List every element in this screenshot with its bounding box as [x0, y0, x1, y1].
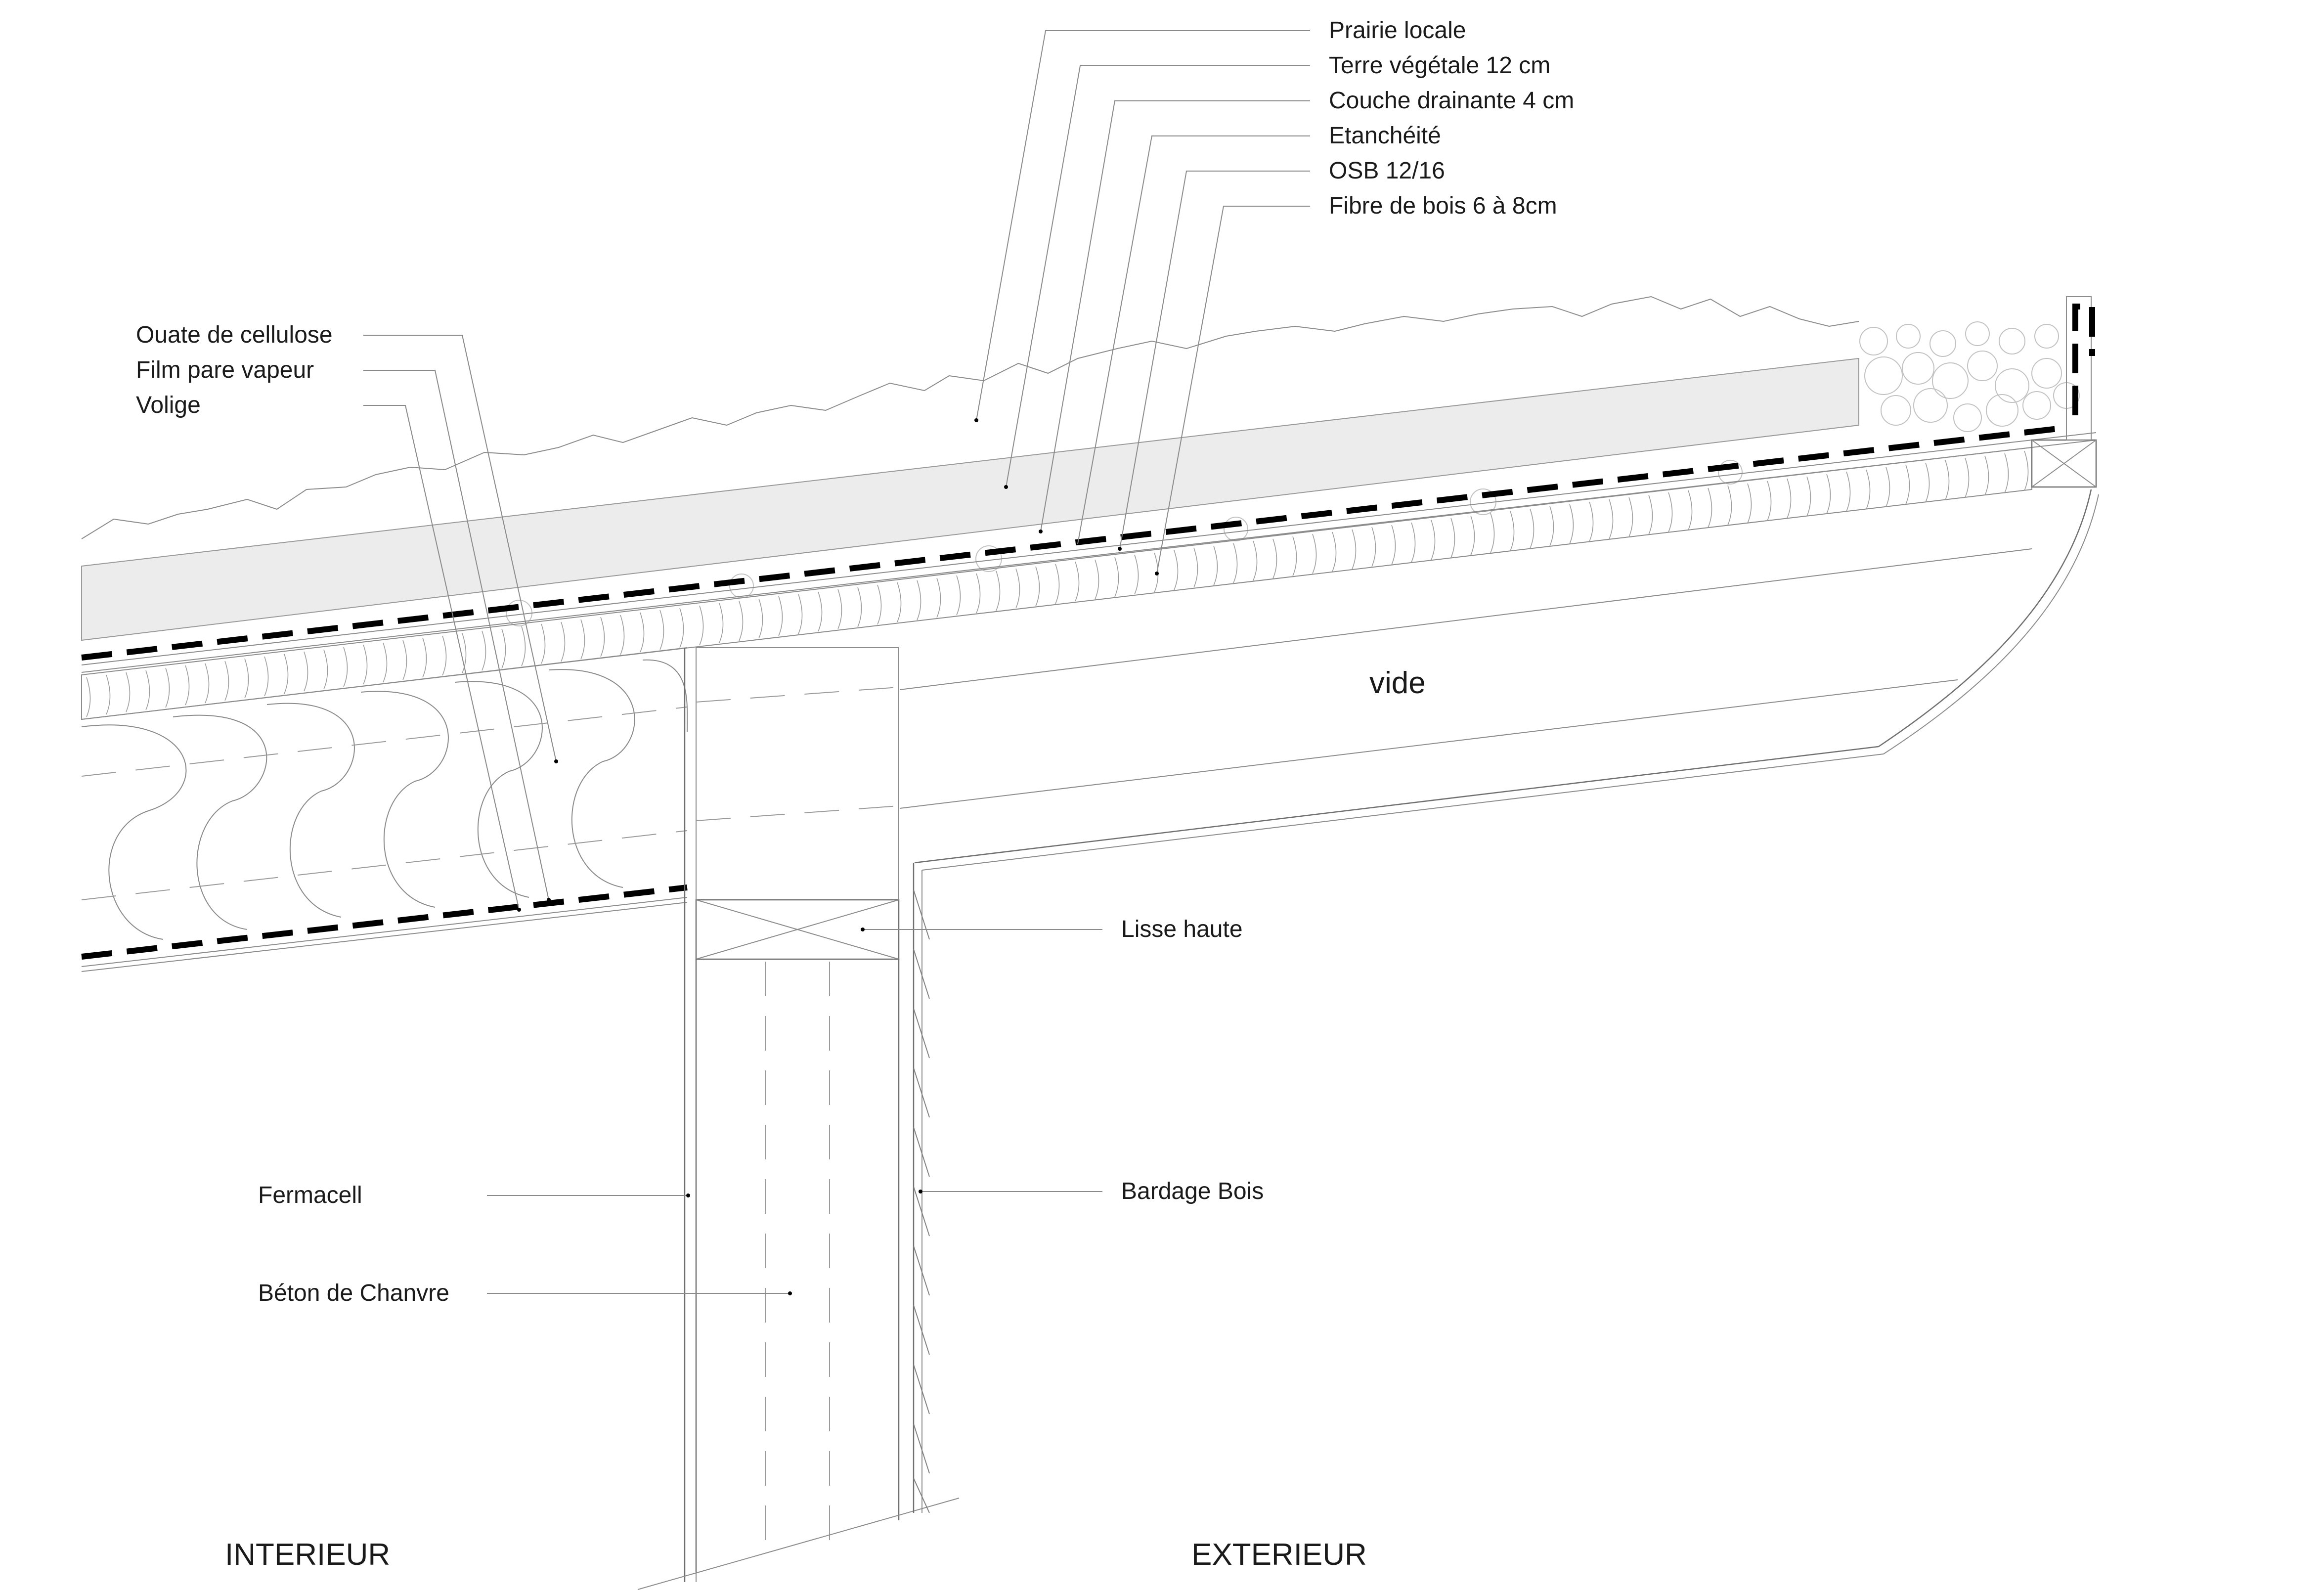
soffit-line	[914, 746, 1879, 864]
osb-line-1	[81, 432, 2097, 665]
label-ouate-de-cellulose: Ouate de cellulose	[136, 322, 558, 763]
terre-vegetale-layer	[81, 357, 1859, 641]
label-couche-drainante: Couche drainante 4 cm	[1039, 88, 1574, 533]
svg-text:Volige: Volige	[136, 392, 201, 418]
label-fermacell: Fermacell	[258, 1182, 690, 1208]
svg-text:OSB 12/16: OSB 12/16	[1329, 158, 1445, 184]
label-fibre-de-bois: Fibre de bois 6 à 8cm	[1155, 193, 1557, 575]
lintel-block	[696, 647, 899, 900]
bardage-bois-boards	[913, 889, 930, 1513]
svg-text:Film pare vapeur: Film pare vapeur	[136, 357, 314, 383]
wall-break-line	[637, 1498, 960, 1590]
label-beton-de-chanvre: Béton de Chanvre	[258, 1280, 792, 1306]
svg-text:Bardage Bois: Bardage Bois	[1121, 1178, 1264, 1204]
label-osb: OSB 12/16	[1118, 158, 1445, 551]
svg-text:Terre végétale 12 cm: Terre végétale 12 cm	[1329, 52, 1550, 79]
svg-text:Béton de Chanvre: Béton de Chanvre	[258, 1280, 449, 1306]
ouate-de-cellulose-loops	[81, 659, 688, 940]
fascia-curve	[1878, 489, 2092, 748]
label-bardage-bois: Bardage Bois	[919, 1178, 1264, 1204]
ceiling-line	[81, 902, 688, 972]
label-etancheite: Etanchéité	[1077, 123, 1441, 544]
svg-text:Etanchéité: Etanchéité	[1329, 123, 1441, 149]
fascia-curve-inner	[1883, 494, 2099, 754]
overhang-top	[899, 548, 2032, 690]
label-prairie-locale: Prairie locale	[974, 17, 1466, 422]
etancheite-membrane	[81, 425, 2067, 661]
soffit-line-2	[921, 753, 1884, 871]
label-film-pare-vapeur: Film pare vapeur	[136, 357, 551, 902]
label-lisse-haute: Lisse haute	[861, 916, 1243, 942]
drainage-gravel	[506, 321, 2080, 626]
film-pare-vapeur	[81, 884, 688, 960]
insulation-axis-1	[81, 707, 688, 777]
label-terre-vegetale: Terre végétale 12 cm	[1004, 52, 1550, 489]
overhang-mid	[899, 679, 1958, 809]
vide-label: vide	[1369, 666, 1426, 700]
svg-text:Lisse haute: Lisse haute	[1121, 916, 1243, 942]
lintel-axis-2	[696, 805, 899, 821]
fibre-de-bois-waves	[86, 450, 2029, 717]
lintel-axis-1	[696, 687, 899, 703]
exterieur-label: EXTERIEUR	[1191, 1538, 1367, 1572]
svg-text:Fibre de bois 6 à 8cm: Fibre de bois 6 à 8cm	[1329, 193, 1557, 219]
insulation-top	[81, 647, 688, 720]
svg-text:Prairie locale: Prairie locale	[1329, 17, 1466, 44]
svg-text:Fermacell: Fermacell	[258, 1182, 362, 1208]
svg-text:Couche drainante 4 cm: Couche drainante 4 cm	[1329, 88, 1574, 114]
volige-line	[81, 897, 688, 967]
prairie-outline	[81, 296, 1859, 539]
insulation-axis-2	[81, 830, 688, 900]
parapet-edge	[2031, 296, 2097, 488]
fibre-de-bois-layer	[81, 446, 2032, 720]
interieur-label: INTERIEUR	[225, 1538, 390, 1572]
svg-text:Ouate de cellulose: Ouate de cellulose	[136, 322, 333, 348]
label-volige: Volige	[136, 392, 521, 912]
